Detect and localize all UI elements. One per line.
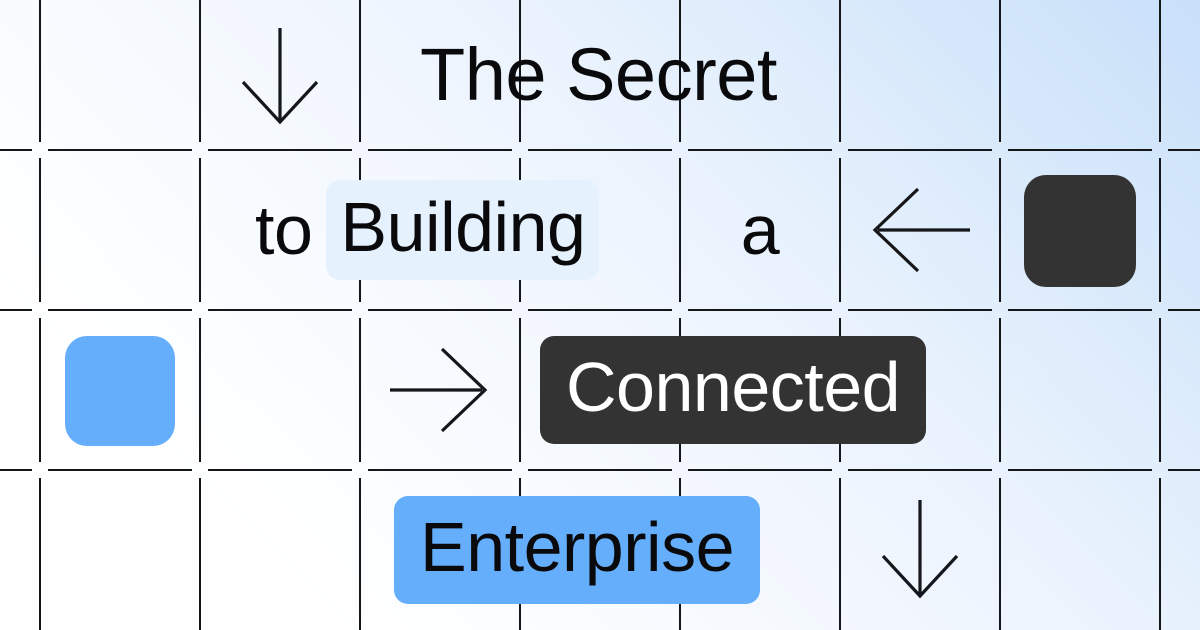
- arrow-right-cell-row3: [360, 310, 520, 470]
- arrow-down-icon: [881, 500, 959, 599]
- grid-vline: [839, 0, 842, 142]
- chip-connected: Connected: [540, 336, 927, 444]
- arrow-down-cell-row4: [840, 470, 1000, 630]
- grid-hline: [1008, 469, 1152, 472]
- grid-hline: [0, 309, 32, 312]
- grid-vline: [1159, 0, 1162, 142]
- square-dark-cell-row2: [1000, 150, 1160, 310]
- arrow-left-icon: [872, 187, 970, 273]
- grid-vline: [1159, 478, 1162, 630]
- grid-vline: [1159, 318, 1162, 462]
- grid-hline: [208, 469, 352, 472]
- arrow-down-cell-row1: [200, 0, 360, 150]
- headline-line-2: to Building: [255, 150, 600, 310]
- grid-vline: [39, 478, 42, 630]
- headline-text-a: a: [740, 191, 780, 269]
- grid-hline: [0, 149, 32, 152]
- headline-text-the-secret: The Secret: [420, 33, 777, 116]
- grid-vline: [999, 318, 1002, 462]
- grid-hline: [1168, 149, 1200, 152]
- chip-enterprise: Enterprise: [394, 496, 761, 604]
- grid-vline: [39, 158, 42, 302]
- grid-hline: [0, 469, 32, 472]
- decor-square-blue: [65, 336, 175, 446]
- grid-vline: [999, 0, 1002, 142]
- arrow-down-icon: [241, 28, 319, 125]
- decor-square-dark: [1024, 175, 1136, 287]
- grid-vline: [199, 478, 202, 630]
- arrow-right-icon: [390, 347, 488, 433]
- headline-line-1: The Secret: [360, 0, 820, 150]
- grid-vline: [359, 478, 362, 630]
- headline-line-4: Enterprise: [394, 470, 761, 630]
- headline-line-3: Connected: [540, 310, 927, 470]
- arrow-left-cell-row2: [840, 150, 1000, 310]
- grid-hline: [1168, 469, 1200, 472]
- chip-building: Building: [326, 180, 600, 280]
- grid-vline: [39, 0, 42, 142]
- headline-text-to: to: [255, 191, 313, 269]
- headline-word-a-cell: a: [680, 150, 840, 310]
- grid-hline: [48, 149, 192, 152]
- grid-vline: [199, 158, 202, 302]
- grid-hline: [1168, 309, 1200, 312]
- square-blue-cell-row3: [40, 310, 200, 470]
